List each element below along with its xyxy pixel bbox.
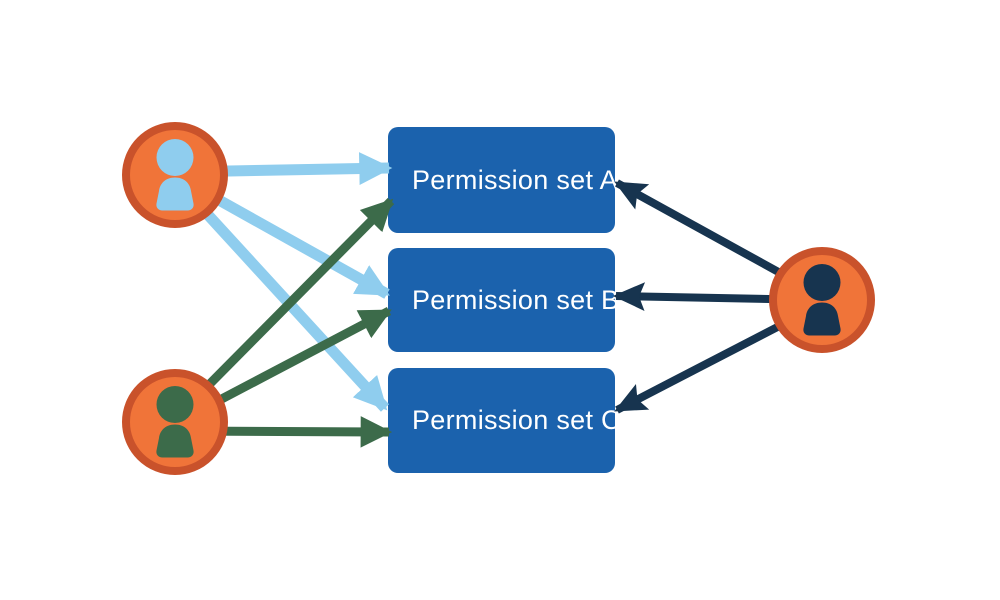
permission-set-b-label: Permission set B [412, 284, 620, 315]
person-icon [803, 264, 841, 336]
permission-set-a-label: Permission set A [412, 164, 618, 195]
permission-set-b-box: Permission set B [388, 248, 619, 352]
person-icon [156, 386, 194, 458]
arrow-green-to-set-a [172, 197, 395, 422]
user-navy-badge [769, 247, 875, 353]
arrow-lightblue-to-set-c [171, 176, 390, 412]
user-green-badge [122, 369, 228, 475]
user-lightblue-badge [122, 122, 228, 228]
permission-set-c-label: Permission set C [412, 405, 621, 435]
person-icon [156, 139, 194, 211]
permission-set-a-box: Permission set A [388, 127, 618, 233]
permission-set-c-box: Permission set C [388, 368, 621, 473]
